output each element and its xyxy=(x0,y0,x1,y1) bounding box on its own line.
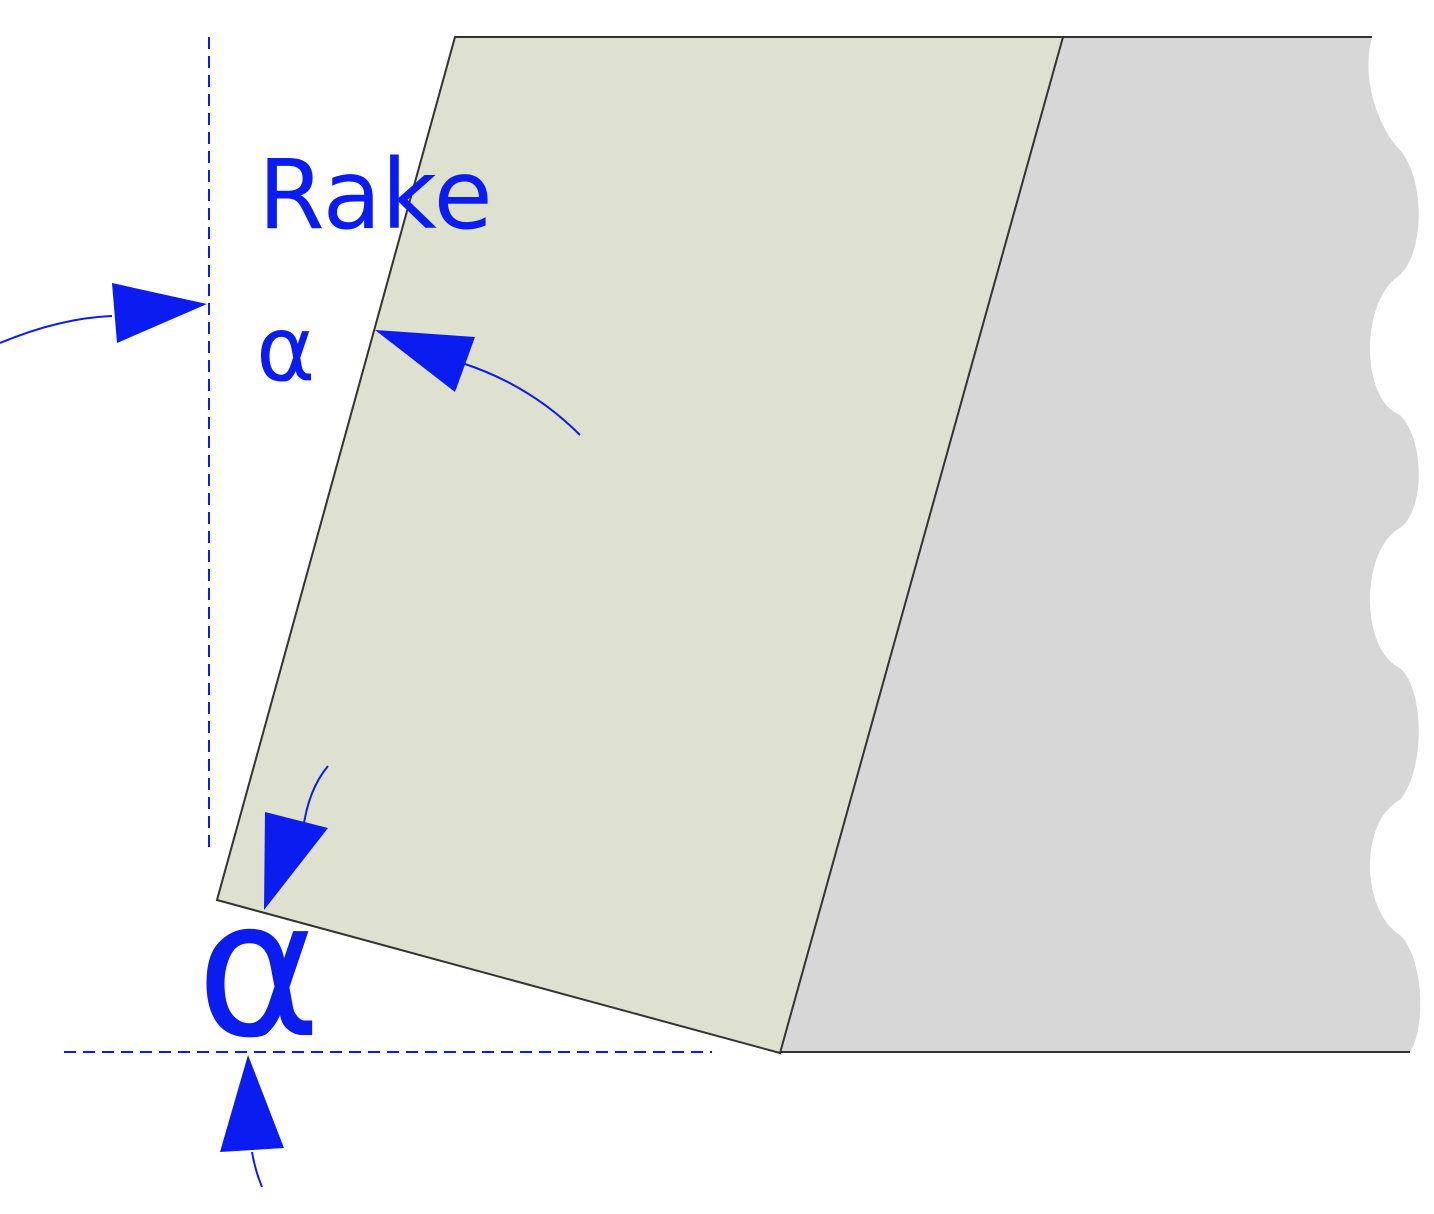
lower-arrowhead-top xyxy=(264,812,328,910)
cutting-tool xyxy=(215,36,1065,1055)
rake-arc-right xyxy=(461,362,581,436)
rake-arrowhead-left xyxy=(112,283,207,343)
rake-label: Rake xyxy=(258,139,493,251)
lower-arc-bottom xyxy=(251,1151,263,1188)
alpha-lower-label: α xyxy=(196,859,321,1080)
rake-arrowhead-right xyxy=(375,330,475,392)
rake-arc-left xyxy=(0,315,113,344)
alpha-upper-label: α xyxy=(256,297,315,402)
workpiece-body xyxy=(780,37,1421,1052)
lower-arrowhead-bottom xyxy=(220,1055,284,1152)
